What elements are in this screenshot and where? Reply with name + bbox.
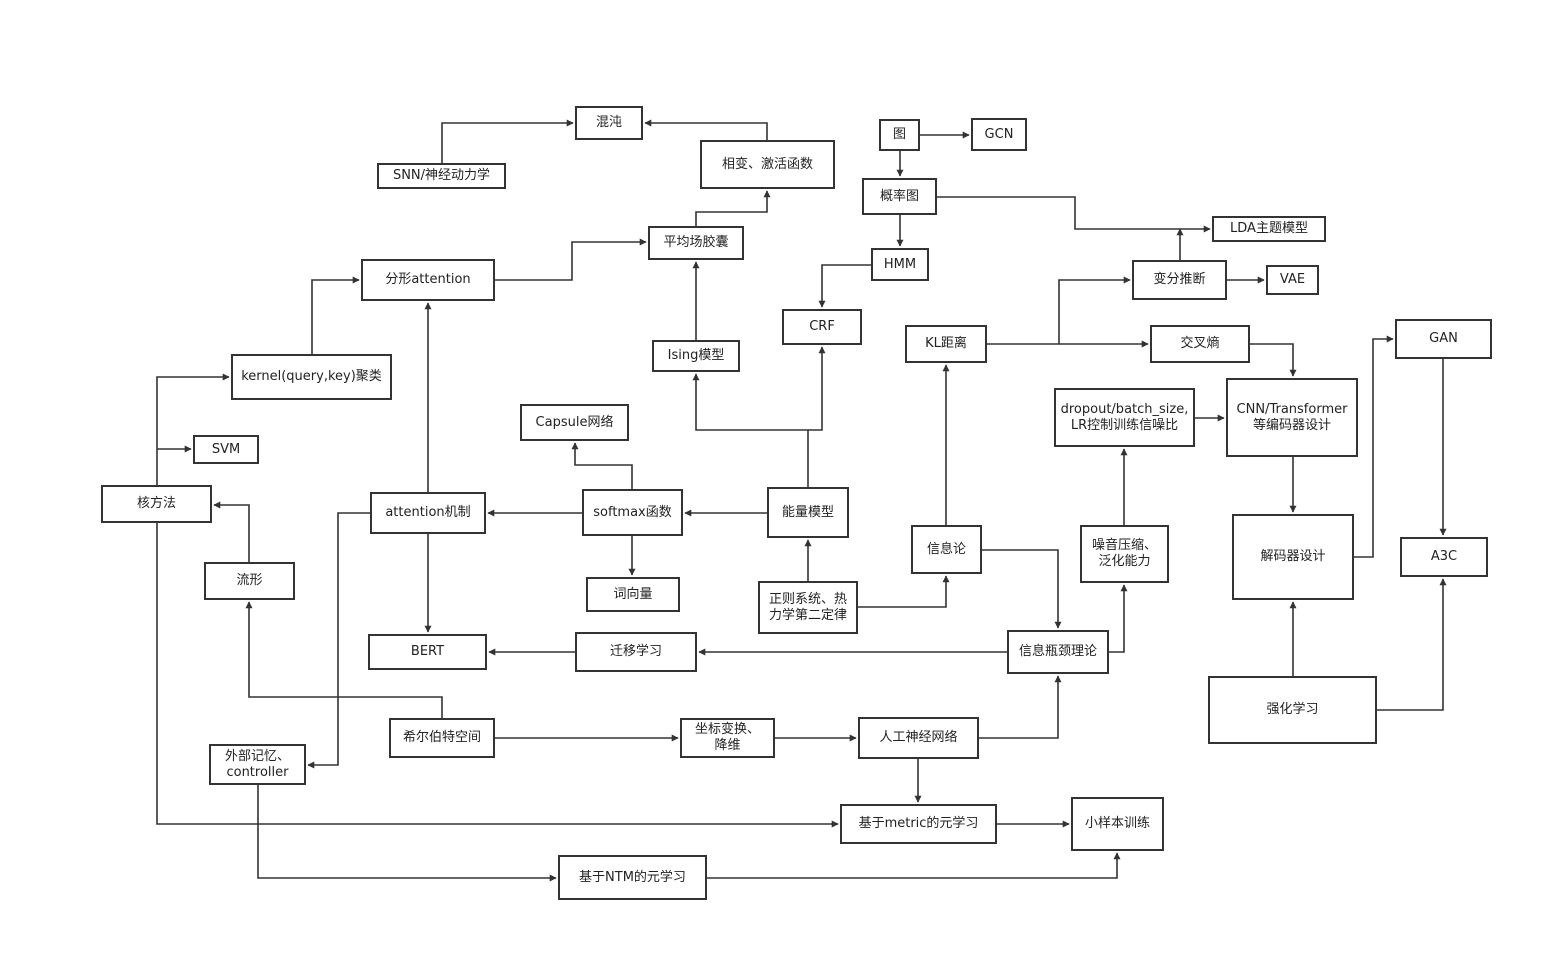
node-gcn: GCN xyxy=(971,118,1027,151)
edge-softmax-to-capsule xyxy=(571,442,633,489)
node-hmm: HMM xyxy=(871,248,929,281)
edge-kernelqk-to-fractal xyxy=(311,276,360,354)
edge-meanfield-to-phase xyxy=(695,190,771,226)
edge-fractal-to-meanfield xyxy=(495,238,647,281)
node-kernel-query-key: kernel(query,key)聚类 xyxy=(231,354,392,400)
edge-ntm-to-fewshot xyxy=(707,852,1121,879)
node-kernel-method: 核方法 xyxy=(101,485,212,523)
edge-phase-to-chaos xyxy=(644,119,768,140)
node-capsule-network: Capsule网络 xyxy=(520,404,629,441)
node-dropout: dropout/batch_size, LR控制训练信噪比 xyxy=(1054,388,1195,447)
node-bert: BERT xyxy=(368,634,487,670)
node-vae: VAE xyxy=(1266,265,1319,295)
node-information-theory: 信息论 xyxy=(911,525,982,574)
node-metric-meta-learning: 基于metric的元学习 xyxy=(840,804,997,844)
node-hilbert-space: 希尔伯特空间 xyxy=(389,718,495,758)
edge-external-to-ntm xyxy=(257,785,557,882)
edge-probgraph-to-lda xyxy=(937,196,1211,233)
node-attention: attention机制 xyxy=(370,492,486,534)
node-phase-transition: 相变、激活函数 xyxy=(700,140,835,189)
edge-kernel-to-metric xyxy=(156,523,839,828)
node-probabilistic-graph: 概率图 xyxy=(862,178,937,215)
edge-infotheory-to-ib xyxy=(982,549,1062,629)
node-few-shot-training: 小样本训练 xyxy=(1071,797,1164,851)
node-ising-model: Ising模型 xyxy=(652,340,740,372)
node-crf: CRF xyxy=(782,309,862,345)
node-svm: SVM xyxy=(193,435,259,464)
edge-regular-to-infotheory xyxy=(858,575,950,608)
node-variational-inference: 变分推断 xyxy=(1132,260,1227,300)
node-reinforcement-learning: 强化学习 xyxy=(1208,676,1377,744)
edge-energy-to-ising xyxy=(692,373,809,487)
edge-manifold-to-kernel xyxy=(213,501,250,562)
node-external-memory: 外部记忆、 controller xyxy=(209,744,306,785)
node-lda: LDA主题模型 xyxy=(1212,216,1326,242)
node-cross-entropy: 交叉熵 xyxy=(1150,325,1250,363)
node-chaos: 混沌 xyxy=(575,106,643,140)
edge-rl-to-a3c xyxy=(1377,578,1447,711)
node-artificial-neural-network: 人工神经网络 xyxy=(858,717,979,759)
node-transfer-learning: 迁移学习 xyxy=(575,632,697,672)
edge-energy-to-crf xyxy=(808,346,826,431)
node-word-vector: 词向量 xyxy=(586,577,680,612)
node-mean-field-capsule: 平均场胶囊 xyxy=(648,226,744,260)
edge-snn-to-chaos xyxy=(441,119,574,163)
edge-hmm-to-crf xyxy=(818,264,871,308)
node-coordinate-transform: 坐标变换、 降维 xyxy=(680,718,775,758)
node-snn: SNN/神经动力学 xyxy=(377,163,506,189)
edge-ann-to-ib xyxy=(979,675,1062,739)
node-decoder-design: 解码器设计 xyxy=(1232,514,1354,600)
node-gan: GAN xyxy=(1395,319,1492,359)
node-graph: 图 xyxy=(879,119,920,151)
node-kl-divergence: KL距离 xyxy=(905,325,987,363)
node-ntm-meta-learning: 基于NTM的元学习 xyxy=(558,855,707,900)
node-manifold: 流形 xyxy=(204,562,295,600)
node-information-bottleneck: 信息瓶颈理论 xyxy=(1007,630,1109,674)
edge-ib-to-noise xyxy=(1109,584,1128,653)
edge-attention-to-external xyxy=(307,512,370,769)
edge-kernel-to-kernelqk xyxy=(156,373,230,485)
node-regular-system: 正则系统、热 力学第二定律 xyxy=(758,581,858,634)
node-energy-model: 能量模型 xyxy=(767,487,849,538)
node-a3c: A3C xyxy=(1400,537,1488,577)
edge-hilbert-to-manifold xyxy=(245,601,443,718)
node-softmax: softmax函数 xyxy=(582,489,683,536)
edge-crossentropy-to-cnn xyxy=(1250,343,1297,377)
node-noise-compression: 噪音压缩、 泛化能力 xyxy=(1080,525,1169,583)
edge-decoder-to-gan xyxy=(1354,335,1394,558)
node-fractal-attention: 分形attention xyxy=(361,259,495,301)
node-cnn-transformer: CNN/Transformer 等编码器设计 xyxy=(1226,378,1358,457)
edge-kl-to-variational xyxy=(987,276,1131,345)
